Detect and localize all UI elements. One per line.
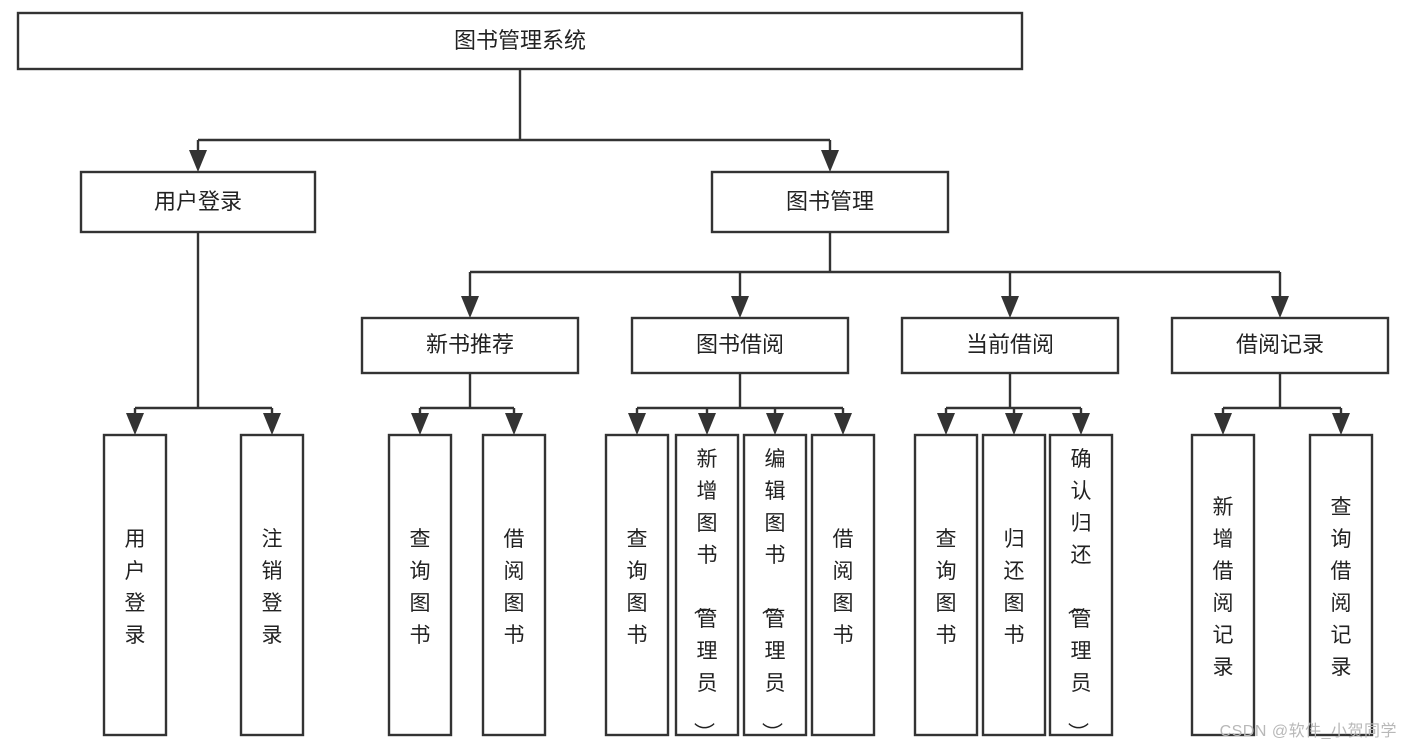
- arrow-head-leaf-confirm-return: [1072, 413, 1090, 435]
- leaf-node-box[interactable]: [387, 433, 453, 737]
- leaf-node[interactable]: 查询图书: [604, 433, 670, 737]
- leaf-node-label: 查询借阅记录: [1331, 496, 1352, 679]
- leaf-node-box[interactable]: [102, 433, 168, 737]
- connector-bookmanage-to-level3: [468, 232, 1282, 304]
- node-book-borrow-box[interactable]: [630, 316, 850, 375]
- leaf-node-label: 归还图书: [1004, 528, 1025, 647]
- leaf-node-label: 查询图书: [410, 528, 431, 647]
- leaf-node-box[interactable]: [810, 433, 876, 737]
- leaf-node[interactable]: 借阅图书: [810, 433, 876, 737]
- node-root-label: 图书管理系统: [454, 28, 586, 53]
- arrow-head-leaf-query-book-1: [411, 413, 429, 435]
- node-borrow-record-box[interactable]: [1170, 316, 1390, 375]
- connector-newbook-to-leaves: [418, 373, 516, 421]
- leaf-node-label: 新增借阅记录: [1213, 496, 1234, 679]
- node-root[interactable]: 图书管理系统: [16, 11, 1024, 71]
- leaf-node-box[interactable]: [913, 433, 979, 737]
- node-new-book-recommend-box[interactable]: [360, 316, 580, 375]
- arrow-head-leaf-query-book-3: [937, 413, 955, 435]
- arrow-head-leaf-edit-book: [766, 413, 784, 435]
- leaf-node-label: 注销登录: [262, 528, 283, 647]
- connector-userlogin-to-leaves: [133, 232, 274, 421]
- leaf-node-label: 借阅图书: [504, 528, 525, 647]
- arrow-head-leaf-logout: [263, 413, 281, 435]
- leaf-node-box[interactable]: [481, 433, 547, 737]
- leaf-node-box[interactable]: [604, 433, 670, 737]
- node-book-borrow[interactable]: 图书借阅: [630, 316, 850, 375]
- node-user-login[interactable]: 用户登录: [79, 170, 317, 234]
- leaf-node[interactable]: 新增借阅记录: [1190, 433, 1256, 737]
- leaf-node[interactable]: 编辑图书（管理员）: [742, 433, 808, 743]
- leaf-node-box[interactable]: [1190, 433, 1256, 737]
- leaf-node-label: 借阅图书: [833, 528, 854, 647]
- node-layer: 图书管理系统 用户登录 图书管理 新书推荐 图书借阅 当前借阅 借阅记录: [16, 11, 1390, 743]
- arrow-head-leaf-borrow-book-2: [834, 413, 852, 435]
- connector-borrowrecord-to-leaves: [1221, 373, 1343, 421]
- node-user-login-box[interactable]: [79, 170, 317, 234]
- leaf-node-label: 编辑图书（管理员）: [760, 448, 786, 743]
- leaf-node-box[interactable]: [981, 433, 1047, 737]
- leaf-node-group: 用户登录 注销登录 查询图书 借阅图书 查询图书 新增图书（管理员） 编辑图书（管理员） 借阅…: [102, 433, 1374, 743]
- node-book-borrow-label: 图书借阅: [696, 332, 784, 357]
- node-new-book-recommend-label: 新书推荐: [426, 332, 514, 357]
- arrow-head-leaf-add-record: [1214, 413, 1232, 435]
- arrow-head-user-login: [189, 150, 207, 172]
- arrow-head-leaf-add-book: [698, 413, 716, 435]
- arrow-head-leaf-query-record: [1332, 413, 1350, 435]
- arrow-head-leaf-borrow-book-1: [505, 413, 523, 435]
- arrow-head-borrow-record: [1271, 296, 1289, 318]
- node-borrow-record[interactable]: 借阅记录: [1170, 316, 1390, 375]
- node-root-box[interactable]: [16, 11, 1024, 71]
- connector-layer: [126, 69, 1350, 435]
- leaf-node-box[interactable]: [1048, 433, 1114, 737]
- arrow-head-new-book: [461, 296, 479, 318]
- node-book-management[interactable]: 图书管理: [710, 170, 950, 234]
- node-current-borrow-box[interactable]: [900, 316, 1120, 375]
- leaf-node-box[interactable]: [1308, 433, 1374, 737]
- leaf-node-label: 用户登录: [125, 528, 146, 647]
- leaf-node-label: 新增图书（管理员）: [692, 448, 718, 743]
- leaf-node[interactable]: 查询图书: [913, 433, 979, 737]
- leaf-node-label: 确认归还（管理员）: [1066, 448, 1092, 743]
- arrow-head-current-borrow: [1001, 296, 1019, 318]
- node-book-management-box[interactable]: [710, 170, 950, 234]
- leaf-node[interactable]: 查询图书: [387, 433, 453, 737]
- leaf-node[interactable]: 归还图书: [981, 433, 1047, 737]
- leaf-node[interactable]: 新增图书（管理员）: [674, 433, 740, 743]
- arrow-head-book-borrow: [731, 296, 749, 318]
- node-user-login-label: 用户登录: [154, 189, 242, 214]
- leaf-node-label: 查询图书: [936, 528, 957, 647]
- leaf-node[interactable]: 注销登录: [239, 433, 305, 737]
- arrow-head-leaf-user-login: [126, 413, 144, 435]
- leaf-node[interactable]: 借阅图书: [481, 433, 547, 737]
- leaf-node-box[interactable]: [742, 433, 808, 737]
- leaf-node-label: 查询图书: [627, 528, 648, 647]
- connector-bookborrow-to-leaves: [635, 373, 845, 421]
- leaf-node[interactable]: 查询借阅记录: [1308, 433, 1374, 737]
- leaf-node[interactable]: 确认归还（管理员）: [1048, 433, 1114, 743]
- node-current-borrow[interactable]: 当前借阅: [900, 316, 1120, 375]
- leaf-node[interactable]: 用户登录: [102, 433, 168, 737]
- leaf-node-box[interactable]: [674, 433, 740, 737]
- arrow-head-book-manage: [821, 150, 839, 172]
- node-borrow-record-label: 借阅记录: [1236, 332, 1324, 357]
- arrow-head-leaf-return-book: [1005, 413, 1023, 435]
- connector-root-to-level2: [196, 69, 832, 158]
- node-book-management-label: 图书管理: [786, 189, 874, 214]
- node-current-borrow-label: 当前借阅: [966, 332, 1054, 357]
- leaf-node-box[interactable]: [239, 433, 305, 737]
- node-new-book-recommend[interactable]: 新书推荐: [360, 316, 580, 375]
- arrow-head-leaf-query-book-2: [628, 413, 646, 435]
